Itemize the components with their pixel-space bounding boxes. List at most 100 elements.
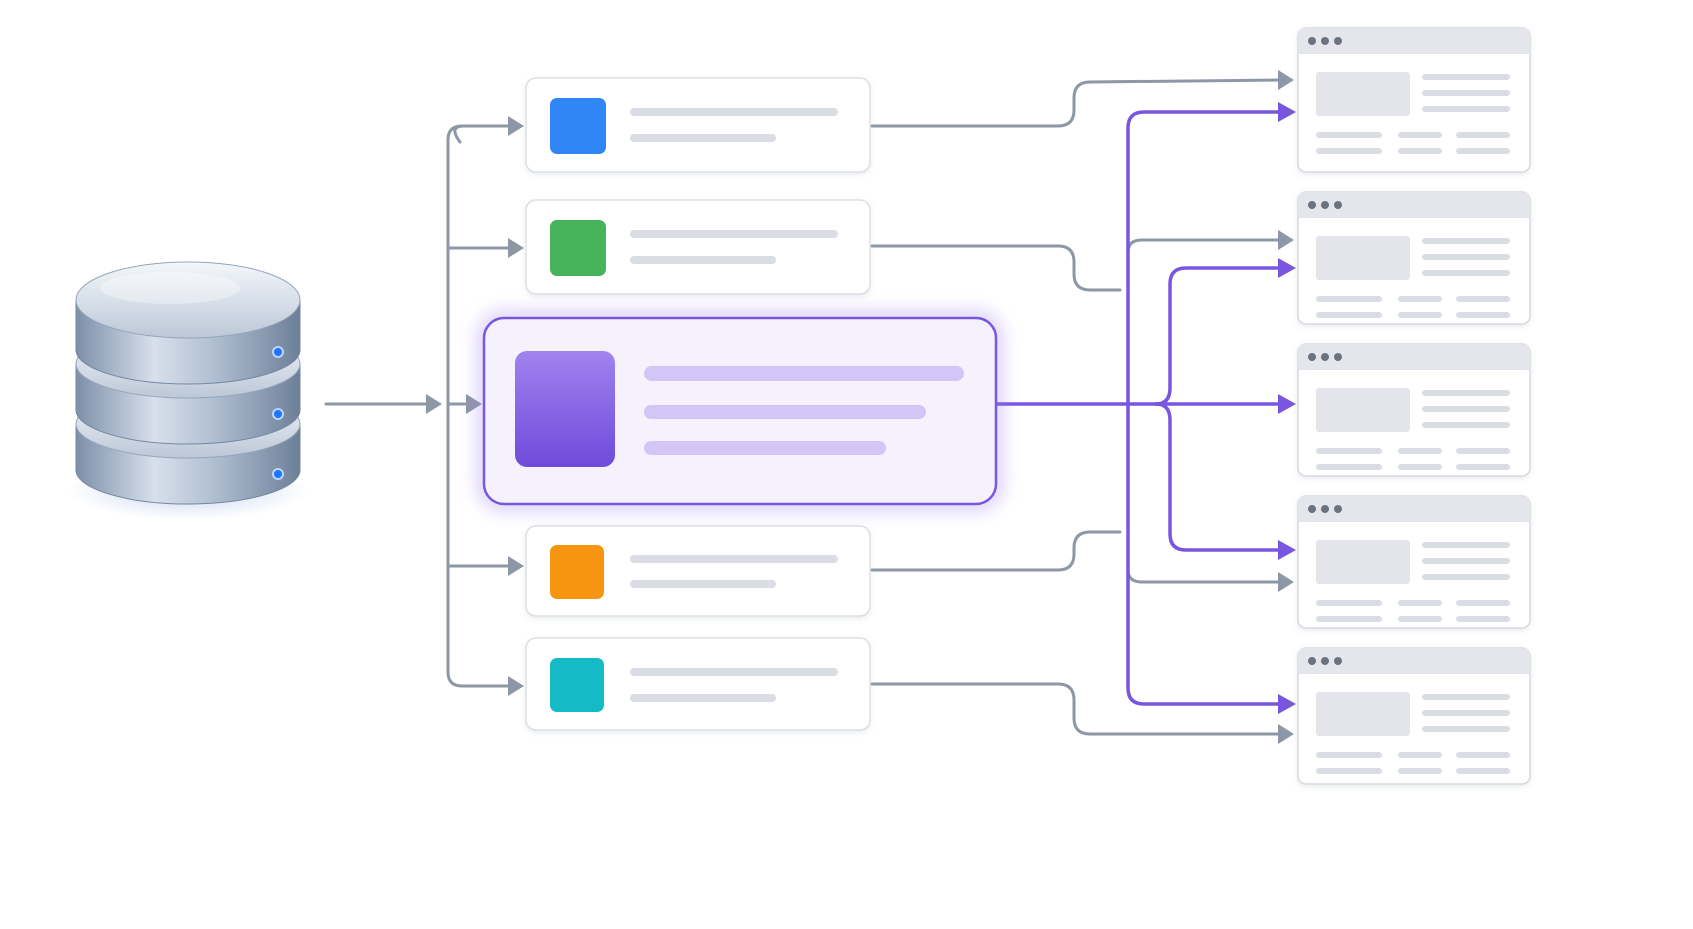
window-dot-icon bbox=[1321, 353, 1329, 361]
gray-arrowheads bbox=[426, 70, 1294, 744]
placeholder-line bbox=[1316, 464, 1382, 470]
placeholder-line bbox=[630, 108, 838, 116]
placeholder-line bbox=[644, 405, 926, 419]
connector-window-4-branch bbox=[1126, 568, 1282, 584]
arrowhead-icon bbox=[508, 556, 524, 576]
browser-window-icon bbox=[1297, 647, 1531, 785]
window-dot-icon bbox=[1321, 505, 1329, 513]
orange-square-icon bbox=[550, 545, 604, 599]
placeholder-line bbox=[1456, 312, 1510, 318]
placeholder-line bbox=[1398, 600, 1442, 606]
placeholder-line bbox=[1316, 768, 1382, 774]
placeholder-line bbox=[1422, 106, 1510, 112]
placeholder-line bbox=[1398, 616, 1442, 622]
placeholder-line bbox=[1316, 296, 1382, 302]
arrowhead-icon bbox=[1278, 724, 1294, 744]
placeholder-line bbox=[1422, 710, 1510, 716]
placeholder-line bbox=[1316, 148, 1382, 154]
placeholder-line bbox=[630, 555, 838, 563]
arrowhead-icon bbox=[1278, 694, 1296, 714]
arrowhead-icon bbox=[426, 394, 442, 414]
accent-connector-to-window-5 bbox=[1126, 402, 1280, 706]
browser-window-icon bbox=[1297, 495, 1531, 629]
placeholder-line bbox=[1398, 296, 1442, 302]
placeholder-line bbox=[1456, 616, 1510, 622]
purple-square-icon bbox=[515, 351, 615, 467]
placeholder-line bbox=[1456, 148, 1510, 154]
arrowhead-icon bbox=[1278, 572, 1294, 592]
placeholder-line bbox=[1422, 270, 1510, 276]
database-icon bbox=[68, 261, 308, 520]
placeholder-image bbox=[1316, 540, 1410, 584]
connector-bus-trunk bbox=[446, 124, 466, 688]
placeholder-line bbox=[1456, 464, 1510, 470]
placeholder-line bbox=[1398, 768, 1442, 774]
window-dot-icon bbox=[1308, 37, 1316, 45]
placeholder-line bbox=[1316, 448, 1382, 454]
window-title-bar bbox=[1298, 496, 1530, 522]
placeholder-line bbox=[1316, 752, 1382, 758]
placeholder-line bbox=[1456, 768, 1510, 774]
window-dot-icon bbox=[1334, 657, 1342, 665]
placeholder-line bbox=[1422, 406, 1510, 412]
service-card-blue bbox=[525, 77, 871, 173]
arrowhead-icon bbox=[1278, 70, 1294, 90]
placeholder-line bbox=[1422, 726, 1510, 732]
window-dot-icon bbox=[1334, 353, 1342, 361]
placeholder-line bbox=[1456, 448, 1510, 454]
placeholder-line bbox=[1422, 238, 1510, 244]
connector-window-2-branch bbox=[1126, 238, 1282, 254]
placeholder-line bbox=[630, 134, 776, 142]
gray-connectors bbox=[324, 78, 1282, 736]
placeholder-line bbox=[630, 230, 838, 238]
placeholder-line bbox=[644, 441, 886, 455]
window-dot-icon bbox=[1321, 37, 1329, 45]
placeholder-line bbox=[1422, 90, 1510, 96]
placeholder-line bbox=[1422, 422, 1510, 428]
drive-light-icon bbox=[272, 468, 284, 480]
placeholder-line bbox=[1398, 752, 1442, 758]
window-dot-icon bbox=[1334, 201, 1342, 209]
window-dot-icon bbox=[1334, 37, 1342, 45]
service-card-green bbox=[525, 199, 871, 295]
arrowhead-icon bbox=[1278, 102, 1296, 122]
green-square-icon bbox=[550, 220, 606, 276]
placeholder-image bbox=[1316, 388, 1410, 432]
connector-bus-to-blue bbox=[446, 124, 512, 142]
connector-green-to-window-2 bbox=[870, 244, 1122, 292]
placeholder-line bbox=[1456, 600, 1510, 606]
placeholder-line bbox=[1422, 574, 1510, 580]
placeholder-line bbox=[630, 580, 776, 588]
placeholder-line bbox=[1422, 558, 1510, 564]
placeholder-line bbox=[630, 694, 776, 702]
placeholder-line bbox=[1398, 132, 1442, 138]
accent-connector-to-window-1 bbox=[1126, 110, 1280, 406]
placeholder-line bbox=[1398, 448, 1442, 454]
placeholder-image bbox=[1316, 236, 1410, 280]
placeholder-line bbox=[1456, 132, 1510, 138]
drive-light-icon bbox=[272, 346, 284, 358]
blue-square-icon bbox=[550, 98, 606, 154]
placeholder-line bbox=[1422, 542, 1510, 548]
connector-orange-to-window-4 bbox=[870, 530, 1122, 572]
window-dot-icon bbox=[1308, 657, 1316, 665]
placeholder-line bbox=[1422, 74, 1510, 80]
placeholder-line bbox=[644, 366, 964, 381]
placeholder-line bbox=[1316, 616, 1382, 622]
connector-blue-to-window-1 bbox=[870, 78, 1282, 128]
window-dot-icon bbox=[1308, 505, 1316, 513]
placeholder-image bbox=[1316, 692, 1410, 736]
arrowhead-icon bbox=[1278, 394, 1296, 414]
placeholder-line bbox=[1422, 254, 1510, 260]
output-windows bbox=[1297, 27, 1531, 785]
window-title-bar bbox=[1298, 344, 1530, 370]
service-card-orange bbox=[525, 525, 871, 617]
window-dot-icon bbox=[1334, 505, 1342, 513]
placeholder-image bbox=[1316, 72, 1410, 116]
placeholder-line bbox=[1398, 464, 1442, 470]
arrowhead-icon bbox=[1278, 258, 1296, 278]
window-dot-icon bbox=[1308, 201, 1316, 209]
teal-square-icon bbox=[550, 658, 604, 712]
